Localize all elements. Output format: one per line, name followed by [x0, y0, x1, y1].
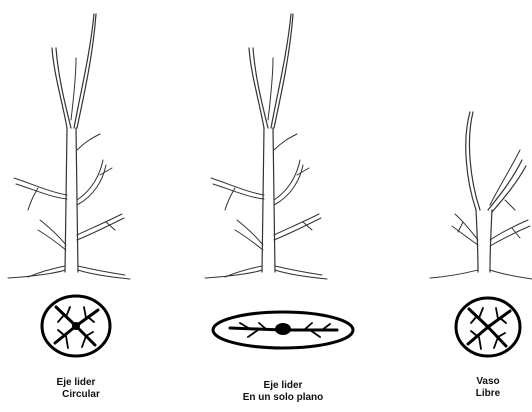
- label-line-2: Circular: [36, 389, 116, 401]
- canopy-plan-open-vase: [456, 298, 520, 356]
- label-line-2: Libre: [468, 388, 508, 400]
- canopy-plan-single-plane: [213, 312, 353, 348]
- tree-central-leader-single-plane: [205, 14, 327, 279]
- tree-open-vase: [430, 112, 532, 279]
- trunk-point-icon: [72, 322, 80, 330]
- label-line-1: Eje lider: [233, 380, 333, 392]
- tree-central-leader-circular: [8, 14, 130, 279]
- label-line-1: Vaso: [468, 376, 508, 388]
- label-line-2: En un solo plano: [233, 392, 333, 404]
- label-central-leader-circular: Eje lider Circular: [36, 377, 116, 401]
- label-open-vase: Vaso Libre: [468, 376, 508, 400]
- label-central-leader-single-plane: Eje lider En un solo plano: [233, 380, 333, 404]
- canopy-plan-circular: [42, 296, 110, 356]
- trunk-point-icon: [486, 325, 491, 330]
- label-line-1: Eje lider: [36, 377, 116, 389]
- trunk-point-icon: [275, 323, 291, 335]
